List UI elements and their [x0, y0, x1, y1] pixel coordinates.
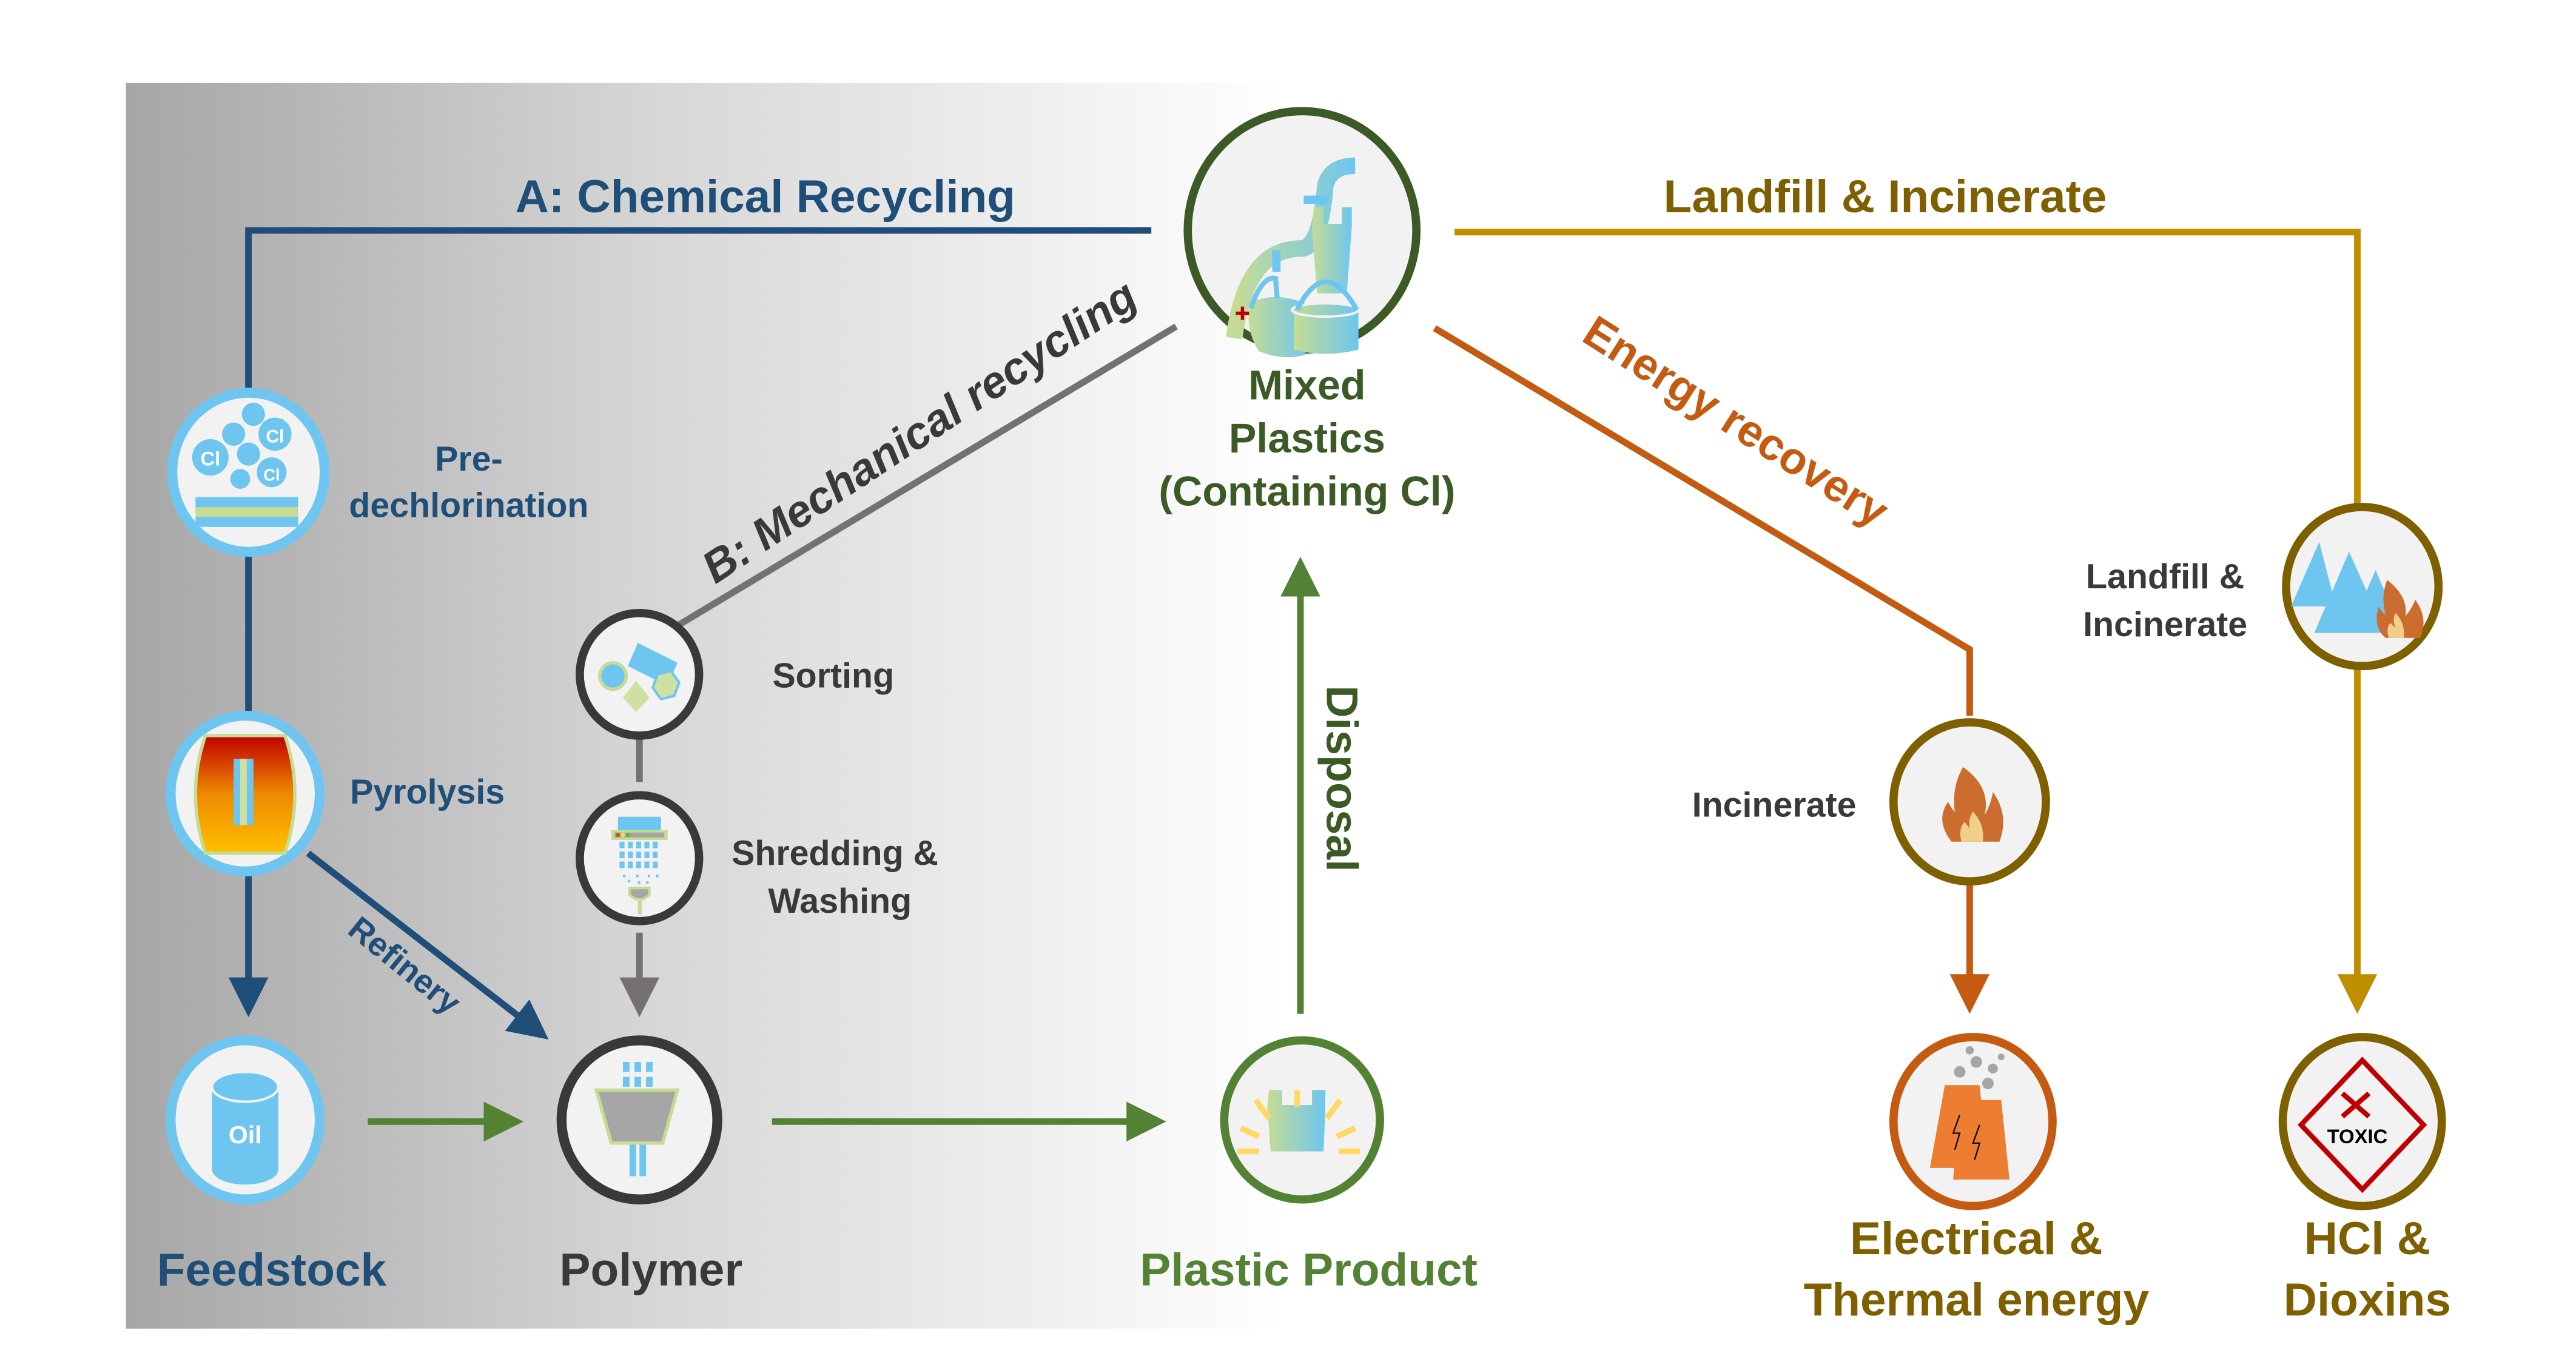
landfill-label-line2: Incinerate	[2083, 605, 2247, 644]
sorting-label: Sorting	[772, 657, 894, 696]
pyrolysis-node[interactable]: Pyrolysis	[166, 710, 505, 877]
hcl-output-label-line2: Dioxins	[2284, 1274, 2451, 1326]
shredding-washing-node[interactable]: Shredding & Washing	[576, 791, 938, 925]
hcl-output-label-line1: HCl &	[2304, 1213, 2430, 1265]
toxic-hazard-icon: TOXIC	[2297, 1056, 2427, 1194]
pre-dechlorination-label-line2: dechlorination	[349, 486, 588, 525]
power-plant-icon	[1929, 1046, 2009, 1180]
shredding-label-line1: Shredding &	[731, 834, 938, 873]
toxic-text: TOXIC	[2327, 1125, 2388, 1147]
landfill-incinerate-route-label: Landfill & Incinerate	[1664, 171, 2107, 223]
shining-bag-icon	[1237, 1090, 1360, 1155]
mechanical-route-line	[677, 323, 1178, 628]
feedstock-label: Feedstock	[157, 1245, 387, 1296]
energy-route-line	[1433, 325, 1973, 716]
pre-dechlorination-label-line1: Pre-	[435, 440, 503, 479]
plastic-product-node[interactable]	[1220, 1036, 1384, 1204]
incinerate-label: Incinerate	[1692, 786, 1857, 825]
energy-output-label-line2: Thermal energy	[1804, 1274, 2150, 1326]
disposal-label: Disposal	[1317, 685, 1368, 872]
toxic-output-circle	[2278, 1033, 2446, 1211]
sorting-circle	[576, 608, 704, 740]
chemical-recycling-label: A: Chemical Recycling	[516, 171, 1015, 223]
reactor-icon	[193, 734, 297, 855]
energy-output-label-line1: Electrical &	[1850, 1213, 2103, 1265]
landfill-incinerate-node[interactable]: Landfill & Incinerate	[2083, 503, 2443, 671]
toxic-output-node[interactable]: TOXIC	[2278, 1033, 2446, 1211]
landfill-label-line1: Landfill &	[2086, 557, 2244, 596]
landfill-route: Landfill & Incinerate	[1454, 171, 2378, 1014]
shredder-washer-icon	[611, 816, 668, 915]
cl-atom-label: Cl	[266, 426, 284, 446]
pre-dechlorination-node[interactable]: Cl Cl Cl Pre- dechlorination	[167, 388, 588, 557]
flame-icon	[1942, 767, 2003, 842]
chlorine-molecules-icon: Cl Cl Cl	[192, 402, 298, 527]
mixed-plastics-label-line2: Plastics	[1229, 415, 1385, 462]
cl-atom-label: Cl	[263, 465, 280, 484]
incinerate-node[interactable]: Incinerate	[1692, 718, 2050, 886]
cl-atom-label: Cl	[200, 448, 220, 470]
landfill-route-line	[1454, 229, 2361, 508]
energy-recovery-route: Energy recovery	[1433, 306, 1990, 1014]
extruder-icon	[594, 1061, 680, 1177]
shredding-label-line2: Washing	[768, 882, 912, 921]
mixed-plastics-icon	[1226, 157, 1360, 358]
sorting-shapes-icon	[597, 642, 681, 713]
energy-recovery-label: Energy recovery	[1575, 306, 1897, 537]
oil-barrel-icon: Oil	[210, 1070, 280, 1185]
polymer-label: Polymer	[559, 1245, 742, 1296]
polymer-node[interactable]	[556, 1035, 722, 1204]
energy-output-node[interactable]	[1889, 1033, 2057, 1211]
sorting-node[interactable]: Sorting	[576, 608, 894, 740]
refinery-arrow	[306, 850, 549, 1040]
chemical-route-line	[245, 227, 1152, 395]
plastic-product-label: Plastic Product	[1140, 1245, 1478, 1296]
oil-label: Oil	[229, 1121, 262, 1149]
mixed-plastics-label-line3: (Containing Cl)	[1159, 468, 1455, 514]
oil-feedstock-node[interactable]: Oil	[166, 1035, 325, 1204]
landfill-fire-icon	[2291, 542, 2424, 638]
pyrolysis-label: Pyrolysis	[350, 773, 505, 811]
mixed-plastics-label-line1: Mixed	[1248, 362, 1365, 408]
mixed-plastics-node[interactable]	[1183, 107, 1421, 358]
